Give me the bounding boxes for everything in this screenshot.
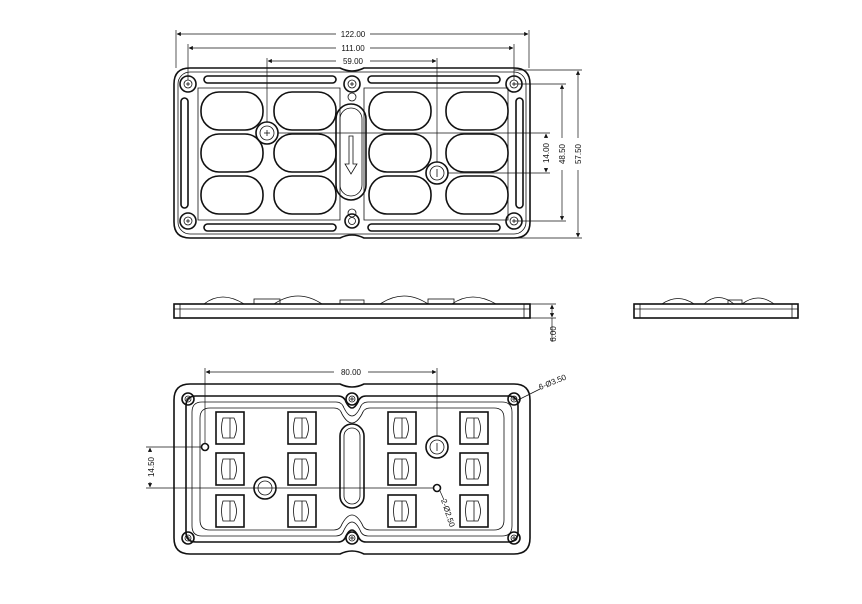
lens-cell (445, 91, 509, 131)
led-pads-bottom (215, 411, 489, 528)
lens-cell (200, 133, 264, 173)
mount-hole (179, 212, 197, 230)
dim-pin-spacing-y: 14.50 (147, 456, 156, 477)
perimeter-slots (180, 75, 524, 232)
led-pad (387, 411, 417, 445)
pin-boss-left (255, 121, 279, 145)
mount-hole-mid-top (344, 213, 360, 229)
pin-boss-right (425, 161, 449, 185)
lens-cell (445, 133, 509, 173)
direction-arrow-icon (344, 135, 358, 175)
top-view (173, 30, 582, 239)
lens-array-top (200, 91, 509, 215)
led-pad (215, 452, 245, 486)
lens-cell (368, 175, 432, 215)
mount-hole (181, 531, 195, 545)
dim-overall-width: 122.00 (341, 30, 366, 39)
led-pad (459, 494, 489, 528)
mount-hole (343, 75, 361, 93)
lens-cell (445, 175, 509, 215)
mount-hole (181, 392, 195, 406)
mount-hole (345, 531, 359, 545)
lens-cell (368, 91, 432, 131)
note-mount-holes: 6-Ø3.50 (537, 372, 568, 391)
note-pin-holes: 2-Ø2.50 (439, 498, 457, 529)
dim-small-y: 14.00 (542, 142, 551, 163)
led-pad (287, 494, 317, 528)
led-pad (387, 452, 417, 486)
dim-hole-spacing-y: 48.50 (558, 143, 567, 164)
led-pad (215, 494, 245, 528)
dim-thickness: 6.00 (549, 326, 558, 342)
led-pad (459, 411, 489, 445)
lens-cell (273, 91, 337, 131)
mount-hole (507, 531, 521, 545)
bottom-view (146, 368, 541, 555)
lens-cell (200, 175, 264, 215)
mount-hole (345, 392, 359, 406)
lens-cell (273, 133, 337, 173)
led-pad (287, 411, 317, 445)
end-view (633, 297, 799, 319)
led-pad (459, 452, 489, 486)
bottom-view-dimensions (146, 368, 541, 501)
mount-hole (507, 392, 521, 406)
side-view (173, 295, 556, 342)
led-pad (215, 411, 245, 445)
dim-hole-spacing-x: 111.00 (341, 44, 365, 53)
dim-center-offset: 59.00 (343, 57, 364, 66)
dim-pin-spacing-x: 80.00 (341, 368, 362, 377)
pin-hole-left (200, 442, 210, 452)
lens-cell (273, 175, 337, 215)
pin-hole-right (432, 483, 442, 493)
center-oval-window (335, 103, 367, 201)
mount-holes-bottom (181, 392, 521, 545)
bottom-pin-boss-right (425, 435, 449, 459)
led-pad (387, 494, 417, 528)
mount-holes-top (179, 75, 523, 230)
dim-overall-height: 57.50 (574, 143, 583, 164)
lens-cell (200, 91, 264, 131)
lens-cell (368, 133, 432, 173)
led-pad (287, 452, 317, 486)
